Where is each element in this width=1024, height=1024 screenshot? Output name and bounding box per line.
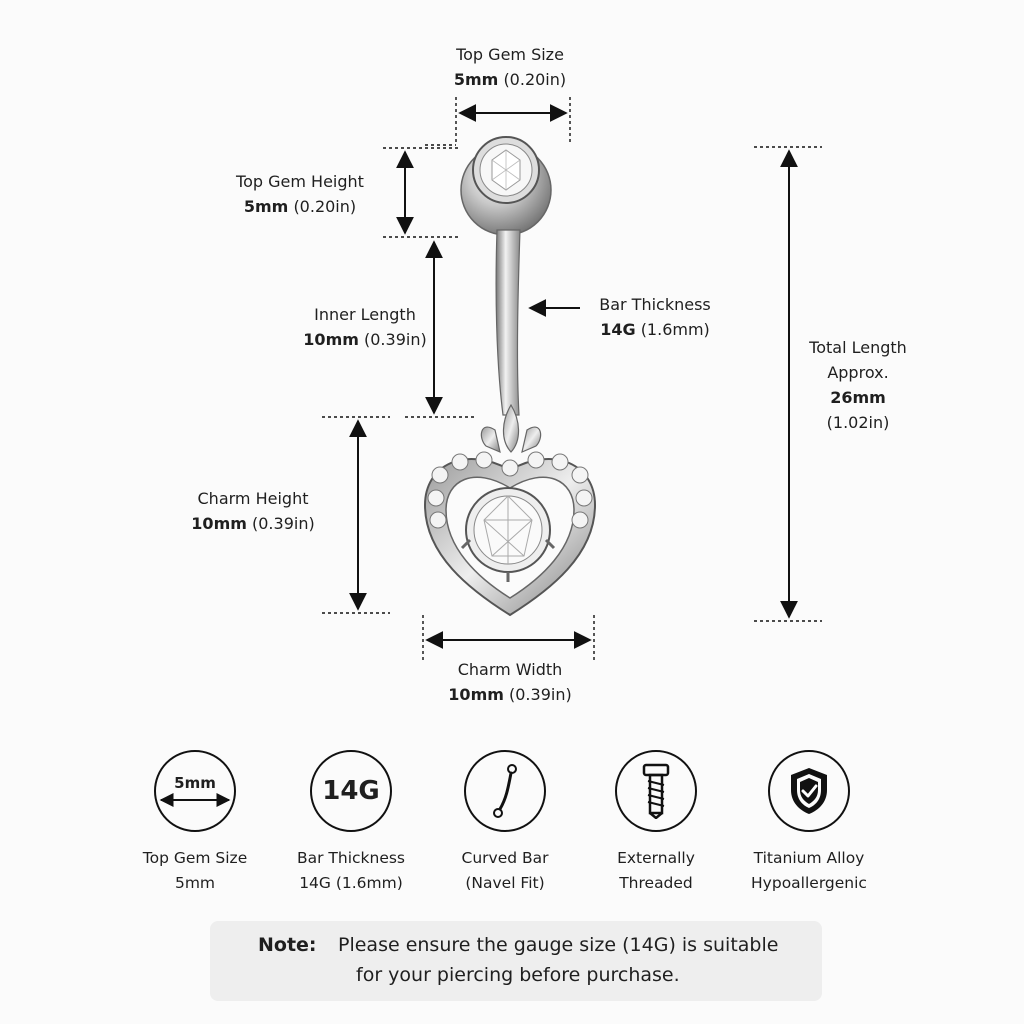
feature-titanium-line2: Hypoallergenic <box>751 874 867 892</box>
inner-length-title: Inner Length <box>314 305 416 324</box>
note-label: Note: <box>258 934 317 956</box>
gem-size-icon-text: 5mm <box>174 774 216 792</box>
bar-thickness-title: Bar Thickness <box>599 295 711 314</box>
total-length-title: Total Length <box>809 338 907 357</box>
feature-titanium: Titanium Alloy Hypoallergenic <box>724 750 894 896</box>
inner-length-label: Inner Length 10mm (0.39in) <box>290 302 440 352</box>
gauge-icon: 14G <box>310 750 392 832</box>
charm-crown <box>480 403 542 454</box>
note-line2: for your piercing before purchase. <box>356 964 680 986</box>
feature-top-gem-size-line1: Top Gem Size <box>142 849 248 867</box>
charm-height-label: Charm Height 10mm (0.39in) <box>178 486 328 536</box>
top-gem-size-value: 5mm <box>453 70 499 89</box>
total-length-approx: Approx. <box>827 363 889 382</box>
feature-threaded: Externally Threaded <box>571 750 741 896</box>
curved-bar-icon <box>464 750 546 832</box>
gauge-icon-text: 14G <box>322 776 380 806</box>
charm-width-label: Charm Width 10mm (0.39in) <box>430 657 590 707</box>
inner-length-value: 10mm <box>303 330 359 349</box>
inner-length-alt: (0.39in) <box>364 330 427 349</box>
feature-curved-bar-line2: (Navel Fit) <box>465 874 545 892</box>
feature-curved-bar: Curved Bar (Navel Fit) <box>420 750 590 896</box>
top-gem-height-title: Top Gem Height <box>236 172 364 191</box>
top-gem-size-title: Top Gem Size <box>456 45 564 64</box>
top-gem-height-label: Top Gem Height 5mm (0.20in) <box>220 169 380 219</box>
feature-top-gem-size-line2: 5mm <box>174 874 216 892</box>
charm-width-title: Charm Width <box>457 660 563 679</box>
feature-bar-thickness-line2: 14G (1.6mm) <box>299 874 403 892</box>
top-gem-size-label: Top Gem Size 5mm (0.20in) <box>430 42 590 92</box>
charm-height-value: 10mm <box>191 514 247 533</box>
heart-charm <box>423 451 597 617</box>
bar-thickness-alt: (1.6mm) <box>640 320 710 339</box>
charm-height-alt: (0.39in) <box>252 514 315 533</box>
top-gem-height-value: 5mm <box>243 197 289 216</box>
feature-threaded-line2: Threaded <box>619 874 693 892</box>
charm-height-title: Charm Height <box>197 489 309 508</box>
total-length-label: Total Length Approx. 26mm (1.02in) <box>798 335 918 435</box>
bar-thickness-value: 14G <box>600 320 636 339</box>
feature-bar-thickness: 14G Bar Thickness 14G (1.6mm) <box>266 750 436 896</box>
note-line1: Please ensure the gauge size (14G) is su… <box>338 934 779 956</box>
feature-titanium-line1: Titanium Alloy <box>753 849 865 867</box>
feature-top-gem-size: 5mm Top Gem Size 5mm <box>110 750 280 896</box>
note-box: Note: Please ensure the gauge size (14G)… <box>210 921 822 1001</box>
charm-width-alt: (0.39in) <box>509 685 572 704</box>
curved-bar <box>495 229 521 416</box>
bar-thickness-label: Bar Thickness 14G (1.6mm) <box>590 292 720 342</box>
feature-curved-bar-line1: Curved Bar <box>461 849 549 867</box>
top-gem-height-alt: (0.20in) <box>293 197 357 216</box>
feature-bar-thickness-line1: Bar Thickness <box>296 849 406 867</box>
feature-threaded-line1: Externally <box>617 849 695 867</box>
total-length-alt: (1.02in) <box>826 413 890 432</box>
charm-width-value: 10mm <box>448 685 504 704</box>
top-gem-size-alt: (0.20in) <box>503 70 567 89</box>
total-length-value: 26mm <box>830 388 886 407</box>
shield-check-icon <box>768 750 850 832</box>
screw-icon <box>615 750 697 832</box>
gem-size-icon: 5mm <box>154 750 236 832</box>
top-gem-ball <box>460 136 552 236</box>
